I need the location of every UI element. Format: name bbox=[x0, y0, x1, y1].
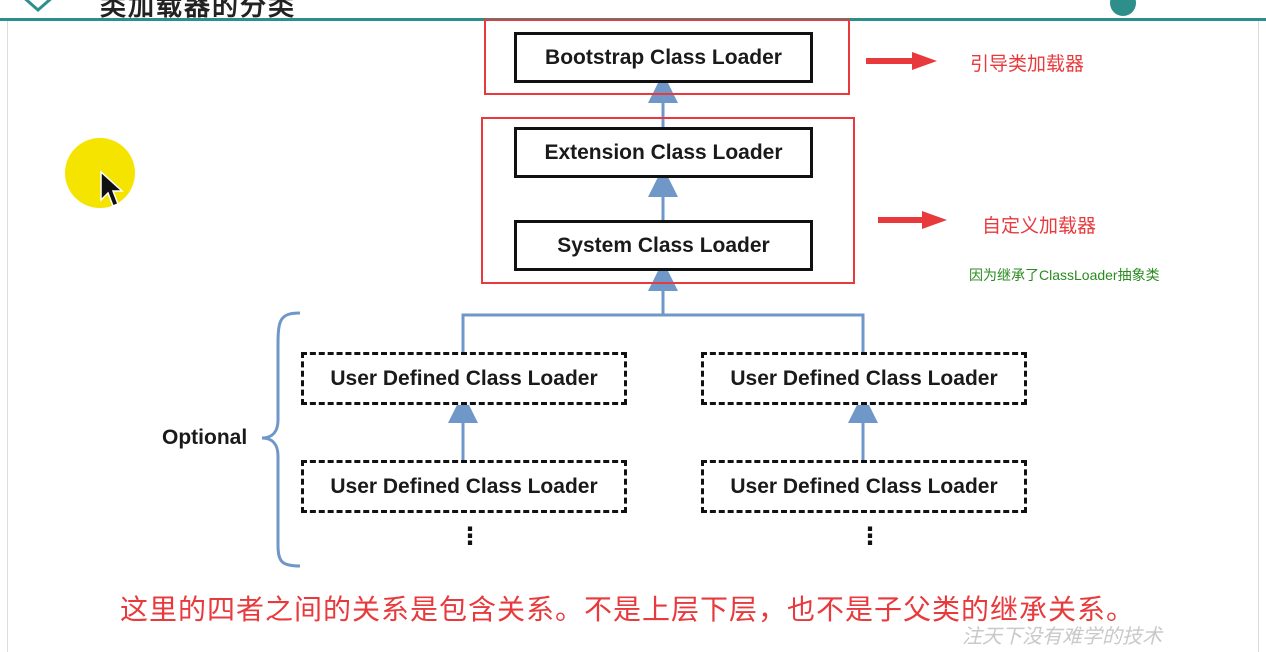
user-defined-loader-box: User Defined Class Loader bbox=[701, 352, 1027, 405]
relationship-caption: 这里的四者之间的关系是包含关系。不是上层下层，也不是子父类的继承关系。 bbox=[120, 593, 1136, 626]
logo-chevron-icon bbox=[24, 0, 52, 12]
connector-user-to-system bbox=[461, 313, 865, 352]
user-defined-loader-box: User Defined Class Loader bbox=[701, 460, 1027, 513]
bootstrap-annotation: 引导类加载器 bbox=[970, 54, 1085, 75]
user-defined-loader-box: User Defined Class Loader bbox=[301, 352, 627, 405]
bootstrap-class-loader-box: Bootstrap Class Loader bbox=[514, 32, 813, 83]
custom-loader-annotation: 自定义加载器 bbox=[982, 216, 1097, 237]
ellipsis-right: ⋮ bbox=[858, 523, 882, 550]
slide-right-border bbox=[1258, 21, 1259, 652]
user-defined-loader-box: User Defined Class Loader bbox=[301, 460, 627, 513]
optional-label: Optional bbox=[162, 426, 248, 449]
extension-class-loader-box: Extension Class Loader bbox=[514, 127, 813, 178]
custom-loader-highlight-frame bbox=[481, 117, 855, 284]
slide-left-border bbox=[7, 21, 8, 652]
watermark: 注天下没有难学的技术 bbox=[962, 624, 1162, 648]
brand-circle-icon bbox=[1110, 0, 1136, 16]
custom-loader-reason: 因为继承了ClassLoader抽象类 bbox=[969, 267, 1160, 283]
red-arrow-bootstrap bbox=[866, 52, 937, 70]
ellipsis-left: ⋮ bbox=[458, 523, 482, 550]
optional-brace bbox=[261, 311, 301, 568]
cursor-highlight bbox=[65, 138, 135, 208]
red-arrow-custom bbox=[878, 211, 947, 229]
page-title: 类加载器的分类 bbox=[100, 0, 297, 21]
bootstrap-highlight-frame bbox=[484, 19, 850, 95]
mouse-pointer-icon bbox=[100, 170, 124, 207]
system-class-loader-box: System Class Loader bbox=[514, 220, 813, 271]
